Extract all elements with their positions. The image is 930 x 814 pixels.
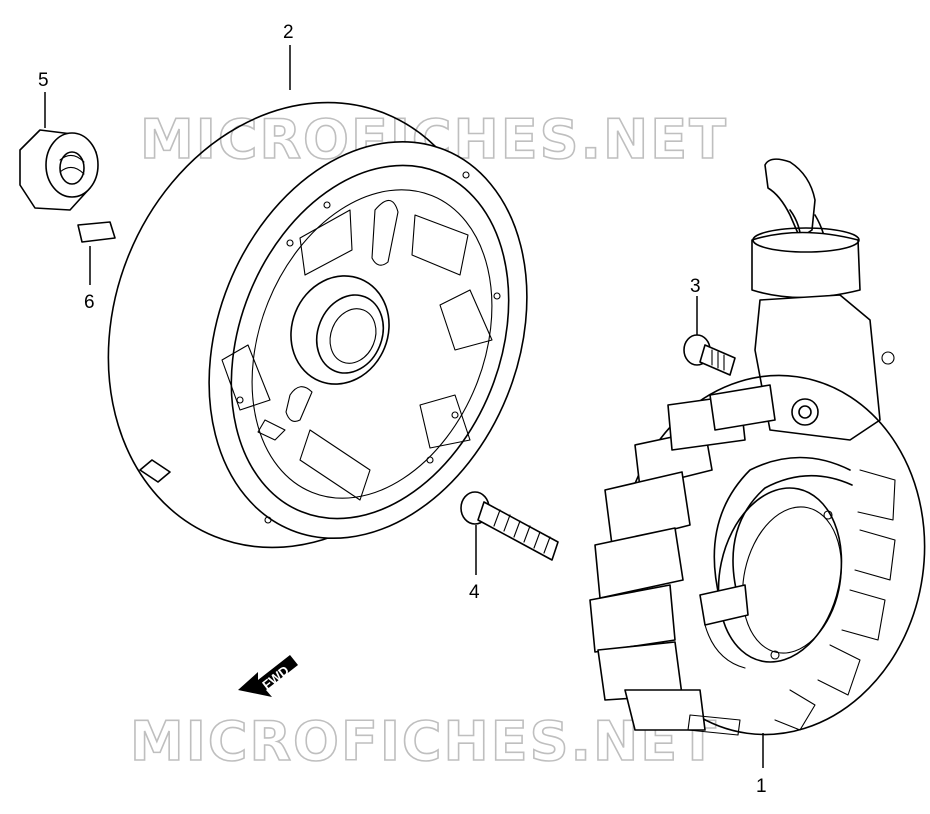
fwd-arrow-icon: FWD (238, 655, 298, 697)
callout-1: 1 (756, 776, 767, 797)
callout-6: 6 (84, 292, 95, 313)
stator (589, 158, 926, 736)
small-bolt (683, 334, 736, 376)
watermark-bottom: MICROFICHES.NET (130, 710, 718, 773)
long-bolt (460, 491, 559, 561)
callout-4: 4 (469, 582, 480, 603)
nut (19, 129, 99, 211)
key (77, 221, 116, 243)
callout-5: 5 (38, 70, 49, 91)
callout-2: 2 (283, 22, 294, 43)
flywheel-rotor (107, 101, 528, 549)
callout-3: 3 (690, 276, 701, 297)
